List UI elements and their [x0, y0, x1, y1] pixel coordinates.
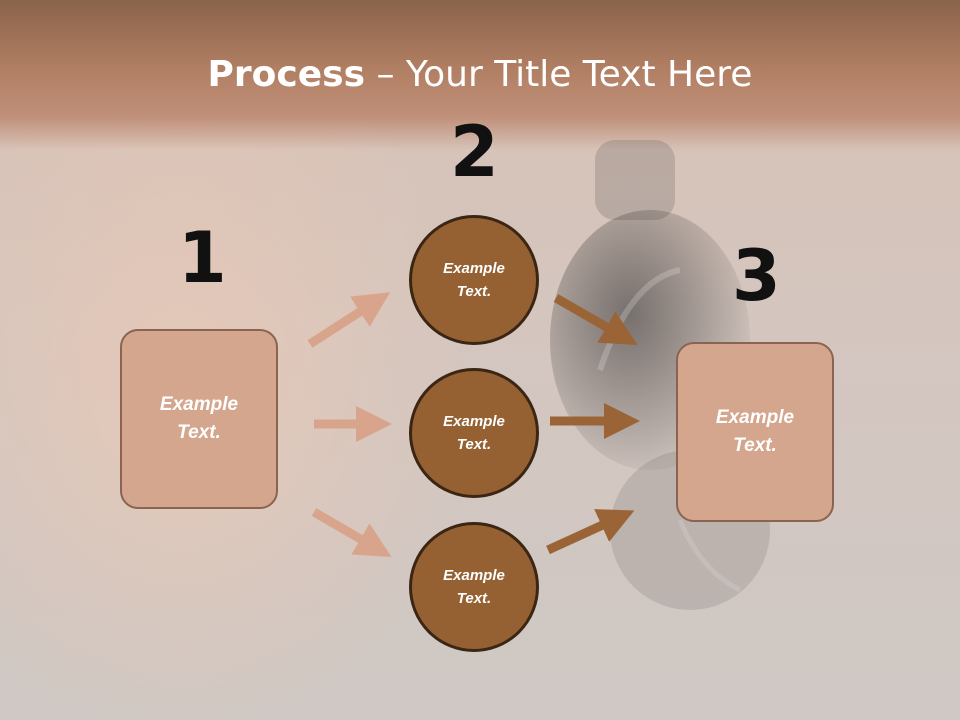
process-circle-middle: Example Text.	[409, 368, 539, 498]
step-number-2: 2	[450, 111, 499, 193]
circle-bottom-line2: Text.	[456, 590, 492, 607]
right-box-line1: Example	[715, 407, 795, 428]
step-number-3: 3	[732, 235, 781, 317]
arrow-left-to-bottom	[311, 508, 392, 558]
left-box-line1: Example	[159, 394, 239, 415]
circle-bottom-line1: Example	[443, 567, 505, 584]
process-circle-top: Example Text.	[409, 215, 539, 345]
left-process-box: Example Text.	[120, 329, 278, 509]
arrow-left-to-top	[307, 292, 391, 348]
arrow-bottom-to-right	[546, 509, 635, 555]
arrow-top-to-right	[553, 294, 638, 345]
slide-title: Process – Your Title Text Here	[0, 52, 960, 98]
circle-middle-line1: Example	[443, 413, 505, 430]
right-process-box: Example Text.	[676, 342, 834, 522]
process-circle-bottom: Example Text.	[409, 522, 539, 652]
title-bold: Process	[207, 54, 366, 95]
title-rest: – Your Title Text Here	[365, 54, 753, 95]
right-box-line2: Text.	[733, 435, 777, 456]
step-number-1: 1	[178, 217, 227, 299]
circle-top-line2: Text.	[456, 283, 492, 300]
header-band	[0, 0, 960, 150]
circle-middle-line2: Text.	[456, 436, 492, 453]
circle-top-line1: Example	[443, 260, 505, 277]
left-box-line2: Text.	[177, 422, 221, 443]
